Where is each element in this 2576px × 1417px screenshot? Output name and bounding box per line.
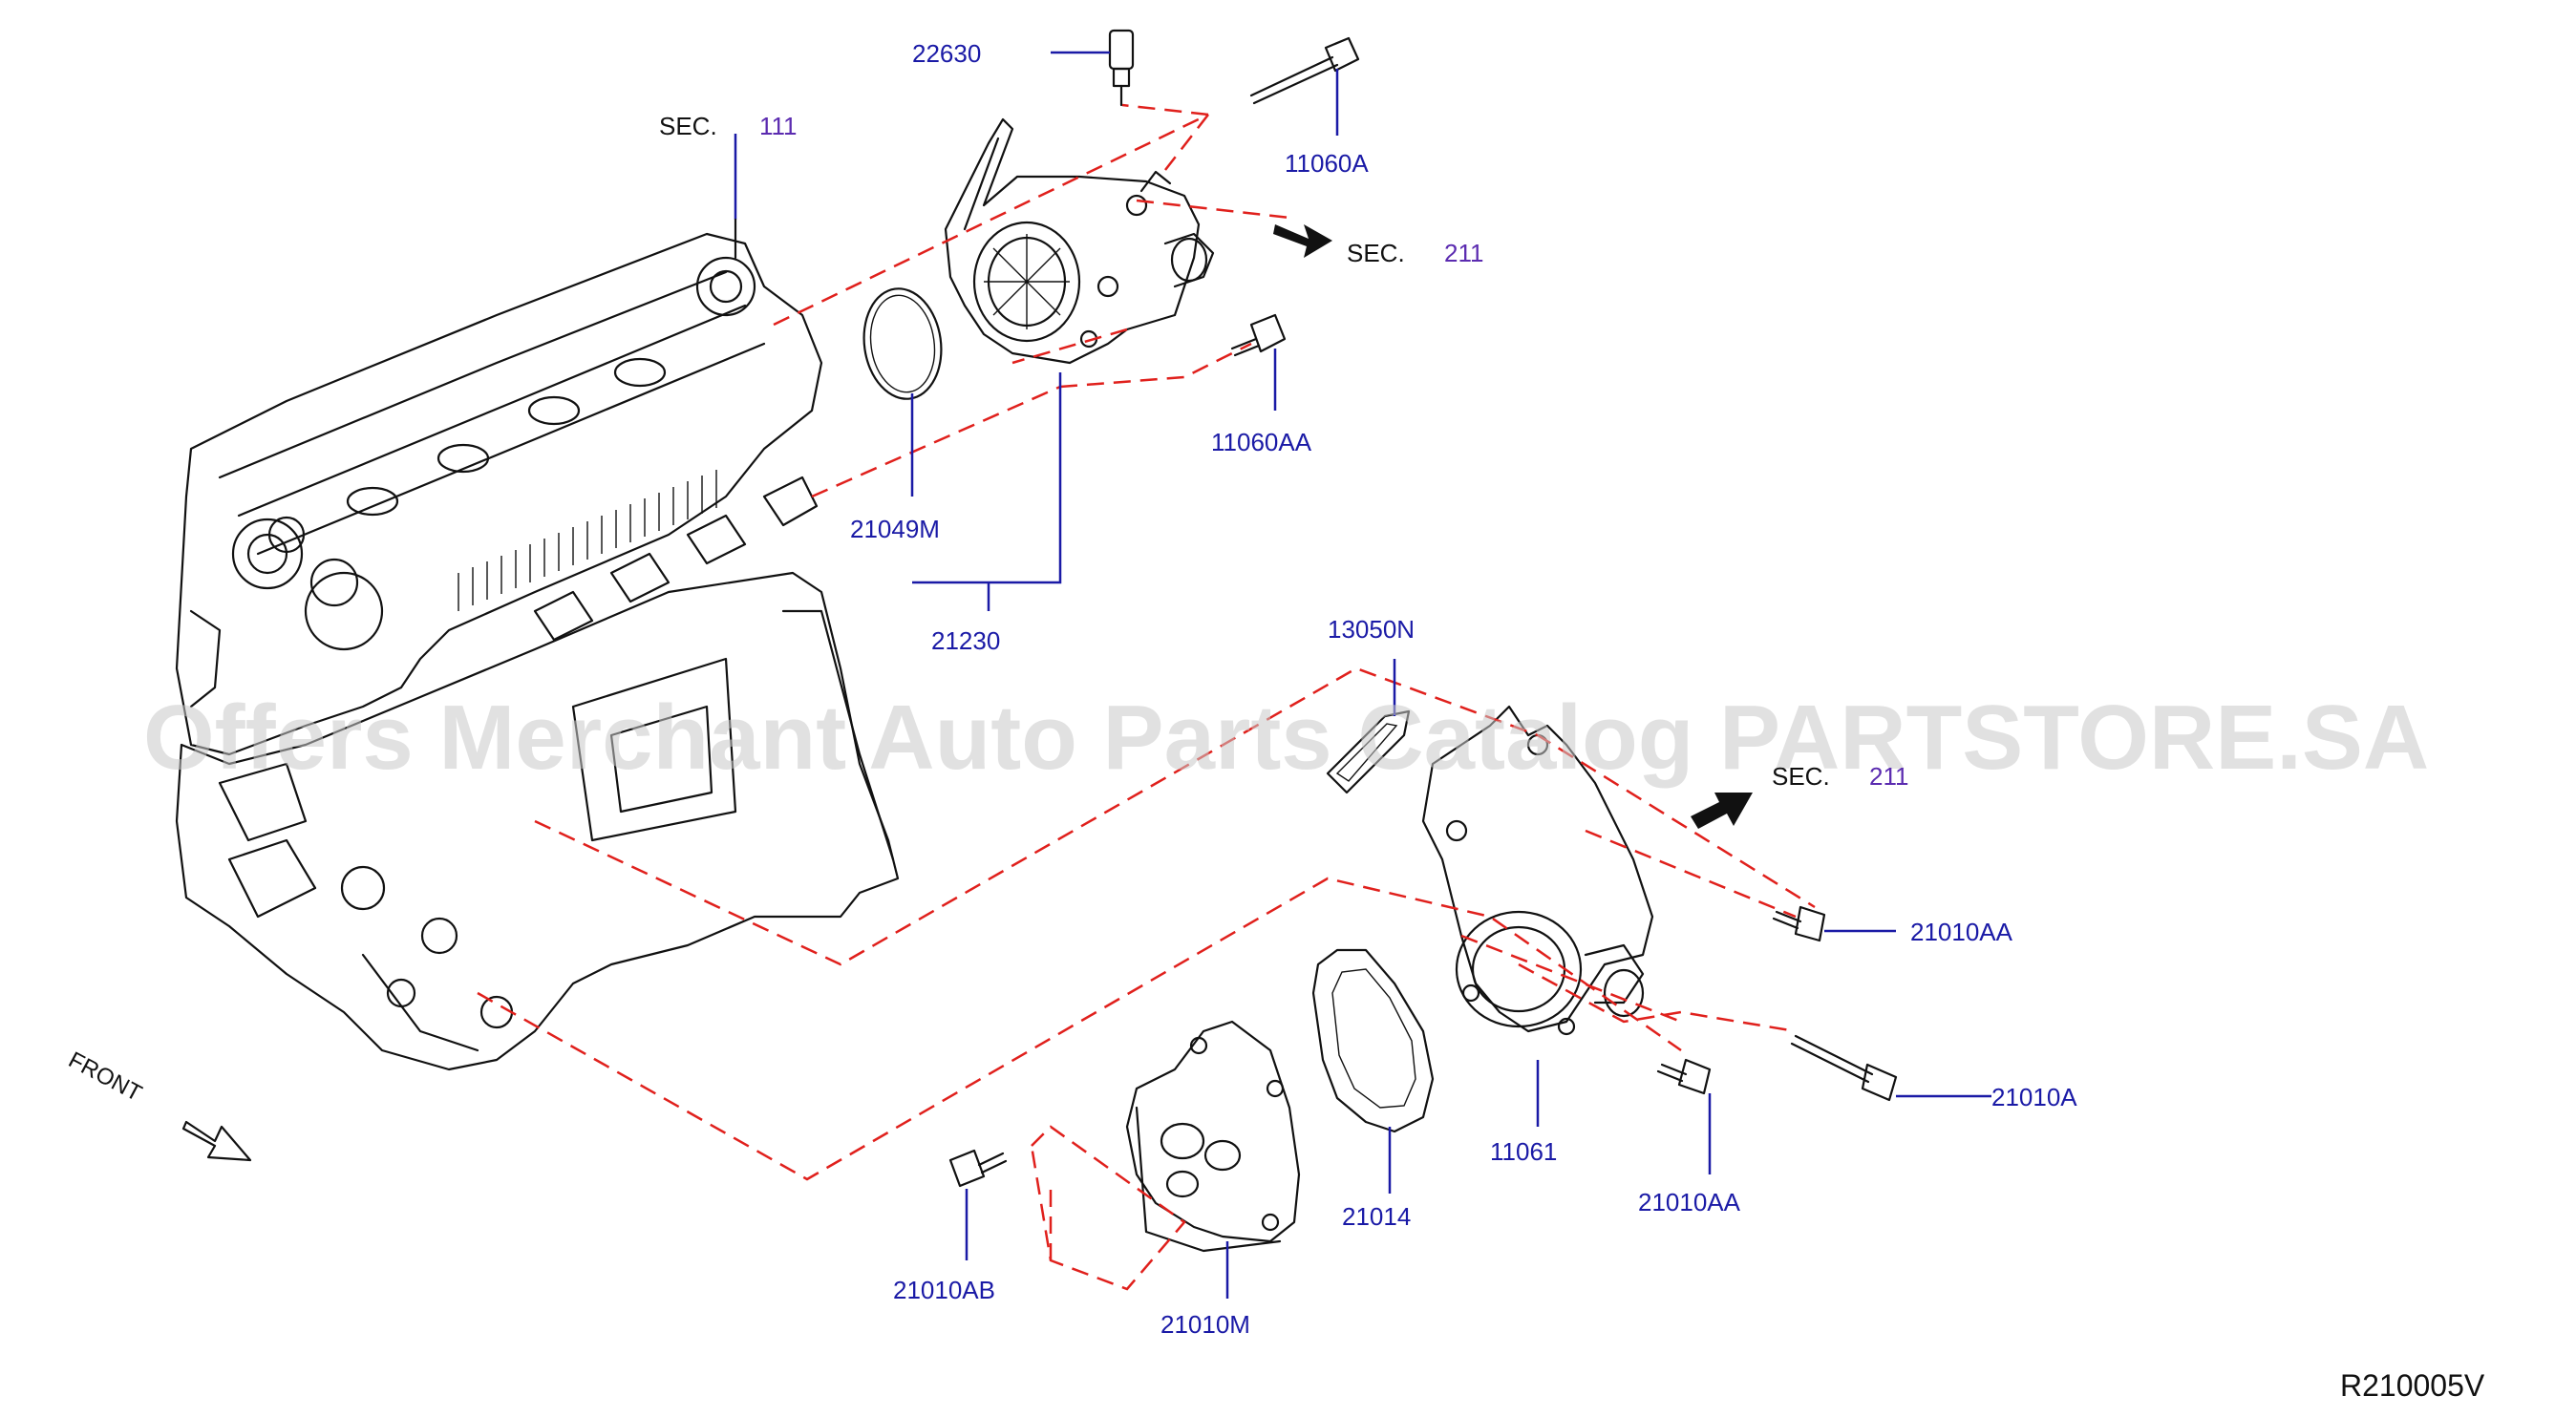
bolt-11060a-shape xyxy=(1249,36,1360,105)
oil-cooler-21010m-illustration xyxy=(1125,1020,1301,1253)
part-label-11060a[interactable]: 11060A xyxy=(1285,149,1369,178)
section-ref-211-lower[interactable]: SEC. 211 xyxy=(1772,762,1908,791)
bolt-21010aa-lower-shape xyxy=(1656,1058,1712,1095)
assembly-guide-lines xyxy=(477,103,1816,1291)
thermostat-housing-illustration xyxy=(944,117,1215,365)
part-label-21049m[interactable]: 21049M xyxy=(850,515,940,543)
arrow-sec211-lower-icon xyxy=(1691,793,1753,829)
engine-block-illustration xyxy=(175,232,900,1071)
front-arrow-icon xyxy=(181,1120,252,1162)
section-ref-number[interactable]: 211 xyxy=(1444,239,1483,267)
bolt-21010ab-shape xyxy=(948,1149,1008,1188)
section-ref-111[interactable]: SEC. 111 xyxy=(659,112,798,140)
part-label-21010aa-lower[interactable]: 21010AA xyxy=(1638,1188,1741,1216)
part-label-21010ab[interactable]: 21010AB xyxy=(893,1276,995,1304)
gasket-13050n-shape xyxy=(1326,709,1411,794)
bolt-21010aa-upper-shape xyxy=(1772,905,1826,942)
section-ref-211-upper[interactable]: SEC. 211 xyxy=(1347,239,1483,267)
part-label-21014[interactable]: 21014 xyxy=(1342,1202,1411,1231)
diagram-reference-code: R210005V xyxy=(2340,1368,2485,1403)
part-label-22630[interactable]: 22630 xyxy=(912,39,981,68)
part-label-21010aa-upper[interactable]: 21010AA xyxy=(1910,918,2013,946)
part-label-11060aa[interactable]: 11060AA xyxy=(1211,428,1312,456)
o-ring-gasket-21049m-shape xyxy=(862,287,943,400)
section-ref-word: SEC. xyxy=(659,112,717,140)
bolt-21010a-shape xyxy=(1790,1034,1898,1102)
watermark: Offers Merchant Auto Parts Catalog PARTS… xyxy=(143,687,2429,789)
part-label-21230[interactable]: 21230 xyxy=(931,626,1000,655)
section-ref-number[interactable]: 111 xyxy=(759,112,798,140)
arrow-sec211-upper-icon xyxy=(1273,224,1332,258)
front-label: FRONT xyxy=(64,1047,146,1107)
section-ref-word: SEC. xyxy=(1347,239,1405,267)
bolt-11060aa-shape xyxy=(1230,313,1287,357)
part-label-13050n[interactable]: 13050N xyxy=(1328,615,1415,644)
section-ref-word: SEC. xyxy=(1772,762,1830,791)
part-label-21010a[interactable]: 21010A xyxy=(1991,1083,2077,1111)
section-ref-number[interactable]: 211 xyxy=(1869,762,1908,791)
part-label-21010m[interactable]: 21010M xyxy=(1160,1310,1250,1339)
gasket-21014-shape xyxy=(1311,948,1435,1133)
part-label-11061[interactable]: 11061 xyxy=(1490,1137,1557,1166)
leader-lines xyxy=(734,51,1991,1299)
temperature-sensor-22630-shape xyxy=(1108,29,1135,107)
